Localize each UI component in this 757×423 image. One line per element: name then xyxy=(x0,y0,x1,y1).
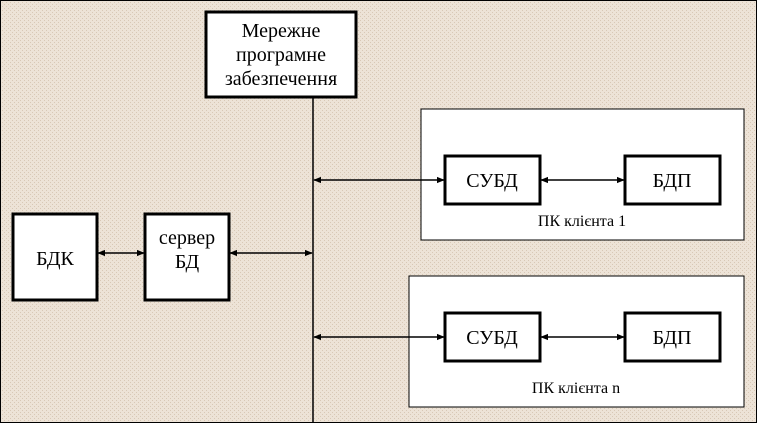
network-software-box xyxy=(204,10,358,99)
db-server-box xyxy=(143,212,231,302)
db-server-line-2: БД xyxy=(175,251,200,273)
db-server-line-1: сервер xyxy=(159,227,215,249)
db-server-node: сервер БД xyxy=(143,212,231,302)
client-n-local-db-label: БДП xyxy=(653,327,692,349)
network-software-node: Мережне програмне забезпечення xyxy=(204,10,358,99)
client-n-local-db-box xyxy=(623,311,722,363)
client-1-dbms-label: СУБД xyxy=(466,170,518,192)
network-software-line-2: програмне xyxy=(236,44,326,66)
client-n-dbms-label: СУБД xyxy=(466,327,518,349)
client-1-group: СУБД БДП ПК клієнта 1 xyxy=(420,108,745,241)
client-1-local-db-box xyxy=(623,154,722,206)
client-1-dbms-box xyxy=(443,154,542,206)
network-software-line-1: Мережне xyxy=(242,20,321,42)
client-1-local-db-label: БДП xyxy=(653,170,692,192)
client-n-dbms-box xyxy=(443,311,542,363)
client-n-caption: ПК клієнта n xyxy=(532,380,620,397)
bdk-node: БДК xyxy=(11,212,99,302)
client-n-group: СУБД БДП ПК клієнта n xyxy=(408,275,745,408)
client-1-caption: ПК клієнта 1 xyxy=(538,213,626,230)
network-software-line-3: забезпечення xyxy=(225,68,337,90)
bdk-label: БДК xyxy=(36,248,74,270)
bdk-box xyxy=(11,212,99,302)
